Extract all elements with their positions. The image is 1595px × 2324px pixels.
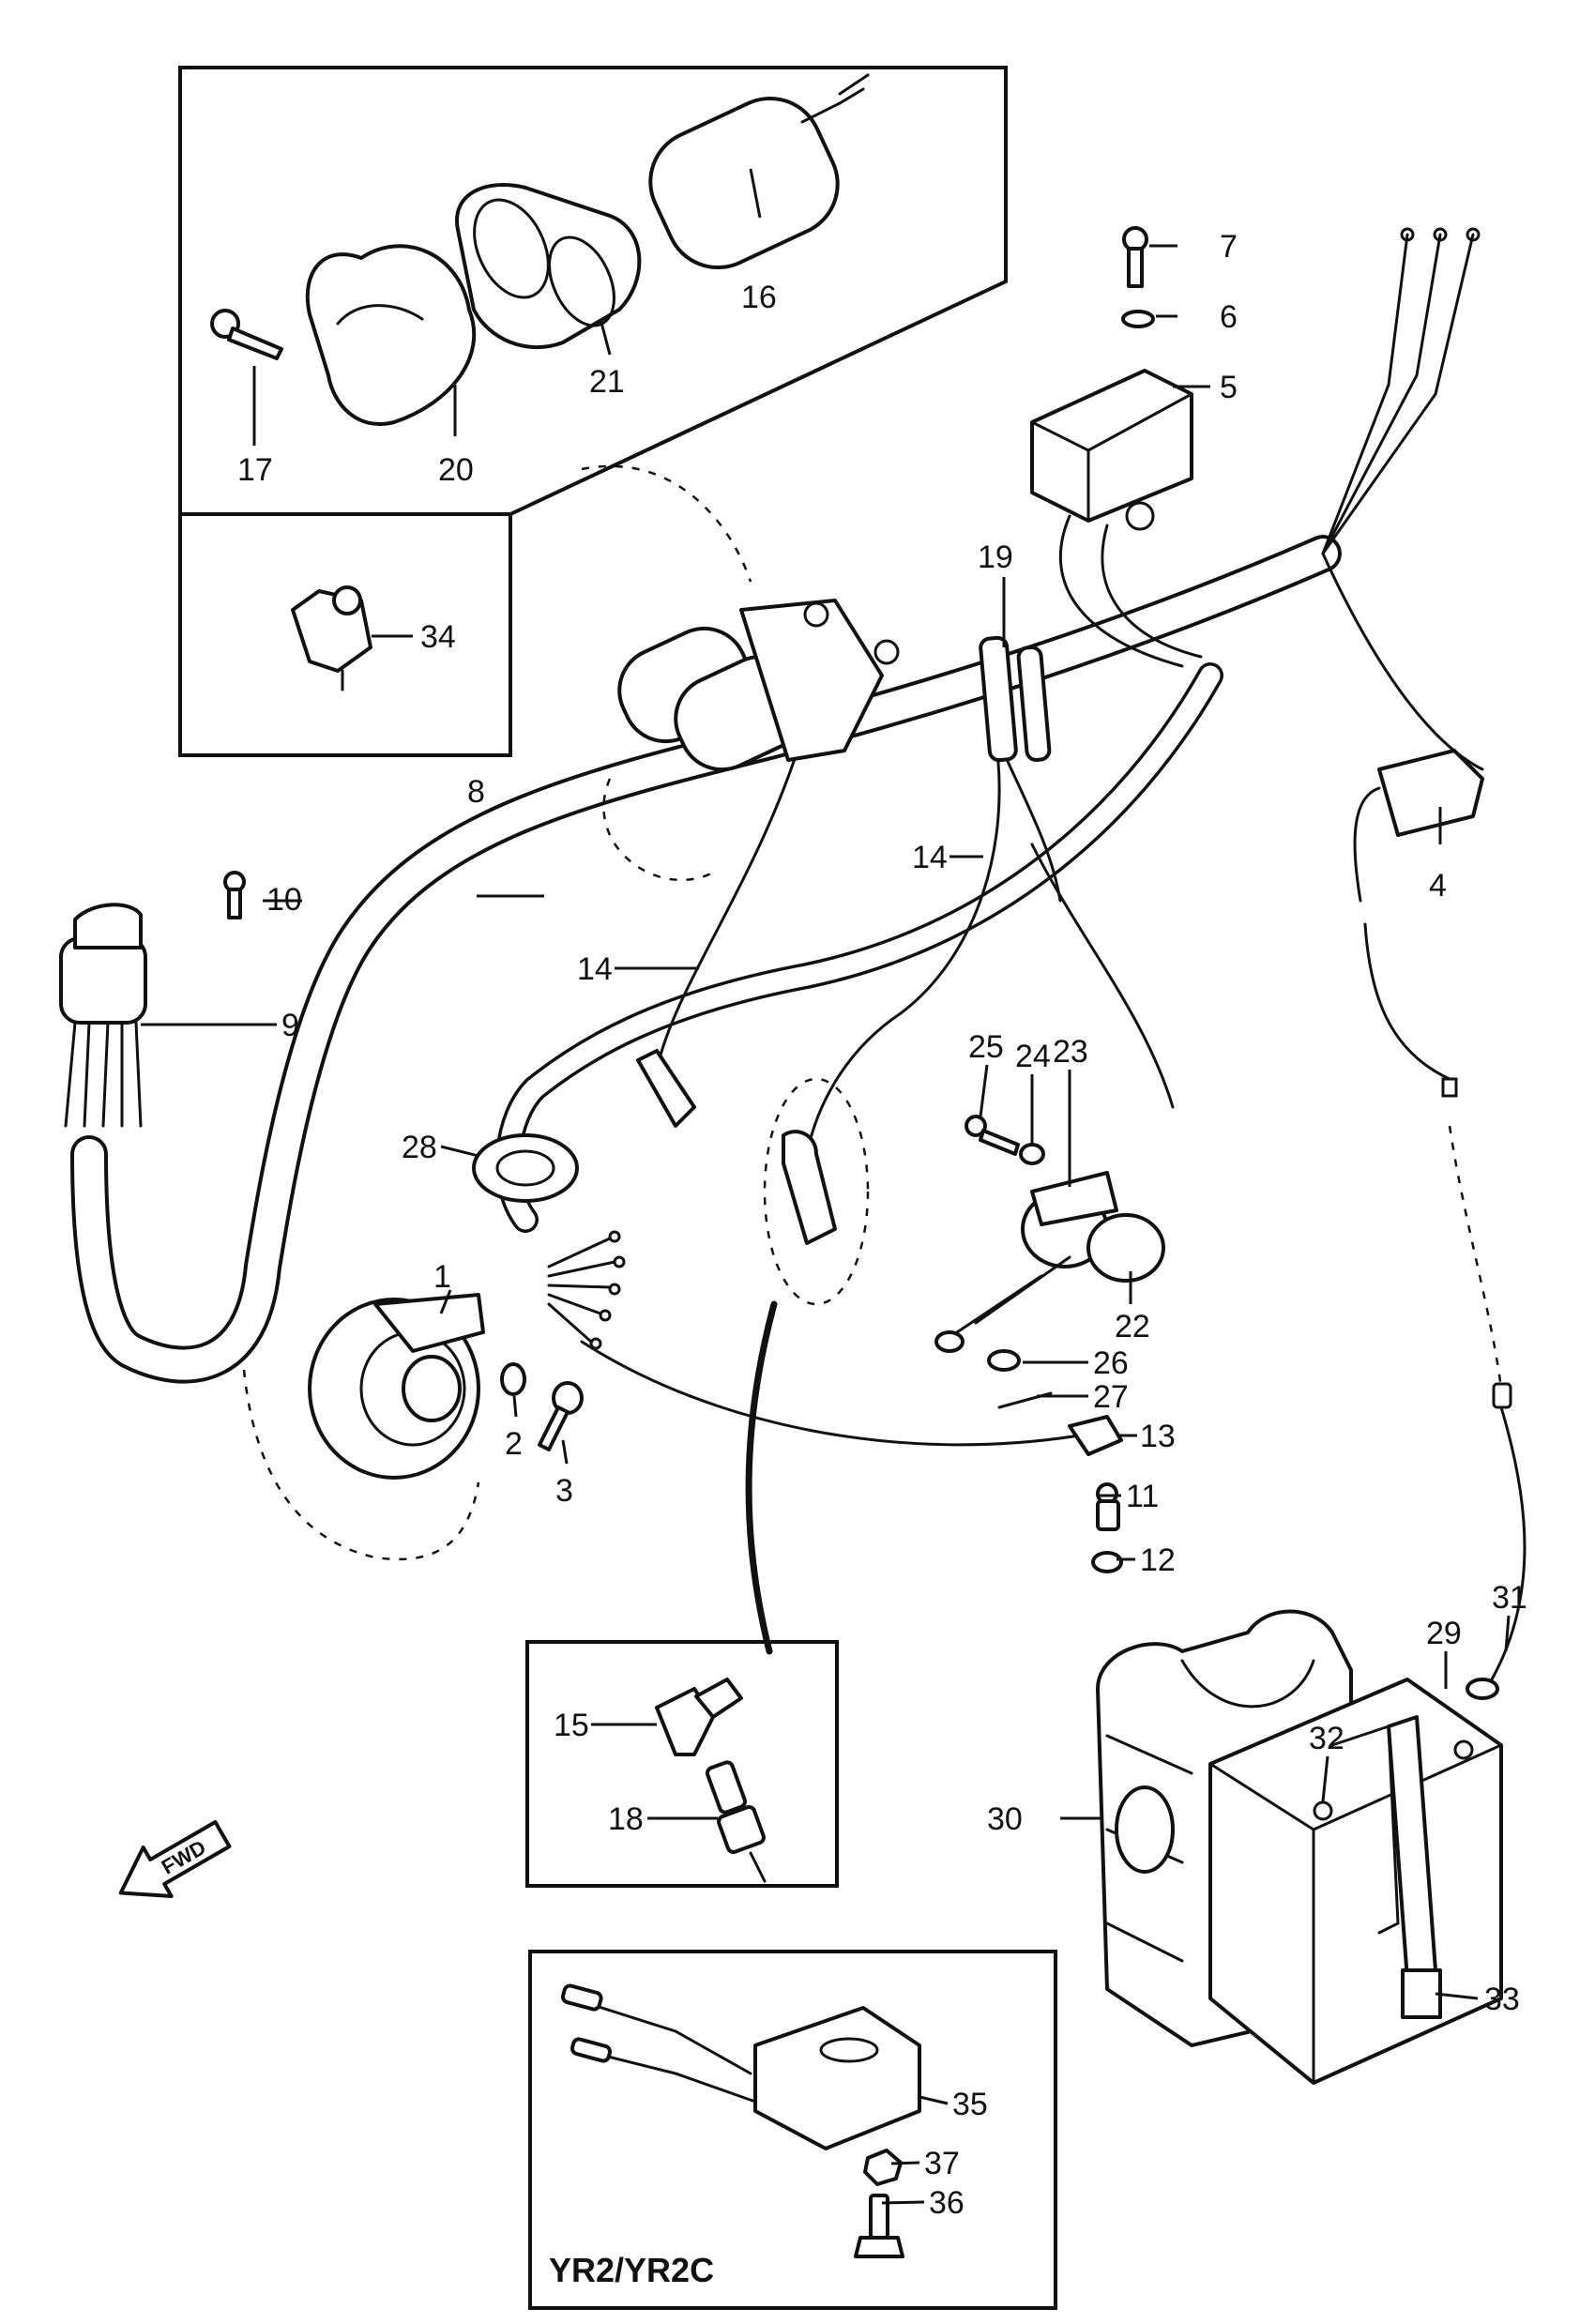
- brake-clamp-19: [979, 635, 1052, 763]
- connector-4: [1353, 749, 1484, 1098]
- grommet-28: [472, 1133, 579, 1203]
- screw-17: [210, 309, 283, 360]
- callout-27: 27: [1093, 1379, 1129, 1415]
- callout-33: 33: [1484, 1982, 1520, 2017]
- gasket-12: [1091, 1551, 1123, 1573]
- harness-branch-right: [1321, 227, 1484, 771]
- ignition-coil-16: [648, 73, 870, 270]
- clip-end: [934, 1330, 965, 1353]
- callout-24: 24: [1015, 1039, 1051, 1074]
- callout-3: 3: [555, 1473, 573, 1509]
- coil-cover-20: [305, 244, 477, 426]
- callout-14b: 14: [912, 840, 948, 875]
- plug-cap-15: [655, 1678, 743, 1756]
- callout-29: 29: [1426, 1616, 1462, 1651]
- callout-34: 34: [420, 619, 456, 655]
- wire-harness-8: [70, 535, 1342, 1384]
- inset-box-yr2: [528, 1950, 1057, 2310]
- harness-wires-14: [655, 730, 1175, 1156]
- callout-36: 36: [929, 2185, 965, 2221]
- inset-model-label: YR2/YR2C: [549, 2251, 714, 2289]
- callout-22: 22: [1115, 1309, 1150, 1344]
- callout-23: 23: [1053, 1034, 1088, 1070]
- callout-35: 35: [952, 2087, 988, 2122]
- washer-6: [1121, 310, 1155, 328]
- connector-13: [1068, 1415, 1123, 1456]
- bracket-23: [1030, 1171, 1118, 1226]
- bolt-36: [854, 2194, 904, 2258]
- horn-wire-route: [242, 1369, 480, 1561]
- voltage-regulator-5: [1030, 369, 1203, 668]
- callout-14a: 14: [577, 951, 613, 987]
- callout-11: 11: [1126, 1479, 1159, 1514]
- callout-17: 17: [237, 452, 273, 488]
- callout-2: 2: [505, 1426, 523, 1462]
- callout-26: 26: [1093, 1345, 1129, 1381]
- rectifier-35: [560, 1983, 921, 2150]
- bolt-3: [538, 1381, 584, 1451]
- coil-bracket-21: [454, 183, 642, 349]
- callout-37: 37: [924, 2146, 960, 2181]
- callout-13: 13: [1140, 1419, 1176, 1454]
- fwd-arrow-icon: FWD: [118, 1820, 232, 1898]
- callout-19: 19: [978, 539, 1013, 575]
- callout-28: 28: [402, 1130, 437, 1165]
- callout-20: 20: [438, 452, 474, 488]
- callout-18: 18: [608, 1801, 644, 1837]
- callout-31: 31: [1492, 1580, 1527, 1616]
- battery-band-33: [1387, 1715, 1442, 2019]
- ignition-switch-34: [291, 585, 372, 691]
- high-tension-lead: [745, 1300, 778, 1655]
- callout-4: 4: [1429, 868, 1447, 904]
- callouts: 1 2 3 4 5 6 7 8 9 10 11 12 13 14 14 15 1…: [237, 229, 1527, 2289]
- washer-26: [987, 1349, 1021, 1372]
- callout-32: 32: [1309, 1721, 1344, 1756]
- dashed-route-right: [1448, 1125, 1503, 1390]
- washer-24: [1019, 1143, 1045, 1165]
- coil-mount-outline: [581, 464, 752, 882]
- callout-21: 21: [589, 364, 625, 400]
- inset-box-plug: [525, 1640, 839, 1888]
- vent-tube-32: [1330, 1724, 1400, 1935]
- callout-15: 15: [554, 1708, 589, 1743]
- plug-cap-right: [763, 1077, 870, 1306]
- callout-7: 7: [1220, 229, 1238, 265]
- washer-2: [500, 1362, 526, 1396]
- callout-9: 9: [281, 1008, 299, 1043]
- callout-1: 1: [433, 1259, 451, 1295]
- callout-25: 25: [968, 1029, 1004, 1065]
- inset-box-coil: [178, 66, 1008, 757]
- callout-8: 8: [467, 774, 485, 810]
- callout-16: 16: [741, 280, 777, 315]
- callout-6: 6: [1220, 299, 1238, 335]
- screw-25: [965, 1115, 1020, 1156]
- twin-ignition-coil: [617, 599, 900, 772]
- leader-lines: [141, 168, 1511, 2205]
- callout-30: 30: [987, 1801, 1023, 1837]
- callout-12: 12: [1140, 1542, 1176, 1578]
- screw-7: [1122, 226, 1148, 288]
- screw-10: [223, 871, 246, 919]
- callout-5: 5: [1220, 370, 1238, 405]
- wire-to-oil-switch: [580, 1340, 1081, 1447]
- oil-switch-11: [1096, 1482, 1120, 1531]
- horn-1: [308, 1293, 485, 1480]
- spark-plug-18: [705, 1760, 767, 1883]
- wire-loom-end: [547, 1230, 626, 1350]
- plug-cap-left: [636, 1049, 696, 1128]
- nut-37: [863, 2149, 903, 2186]
- callout-10: 10: [266, 882, 302, 918]
- battery-lead-31: [1466, 1382, 1527, 1700]
- main-switch-9: [59, 903, 147, 1128]
